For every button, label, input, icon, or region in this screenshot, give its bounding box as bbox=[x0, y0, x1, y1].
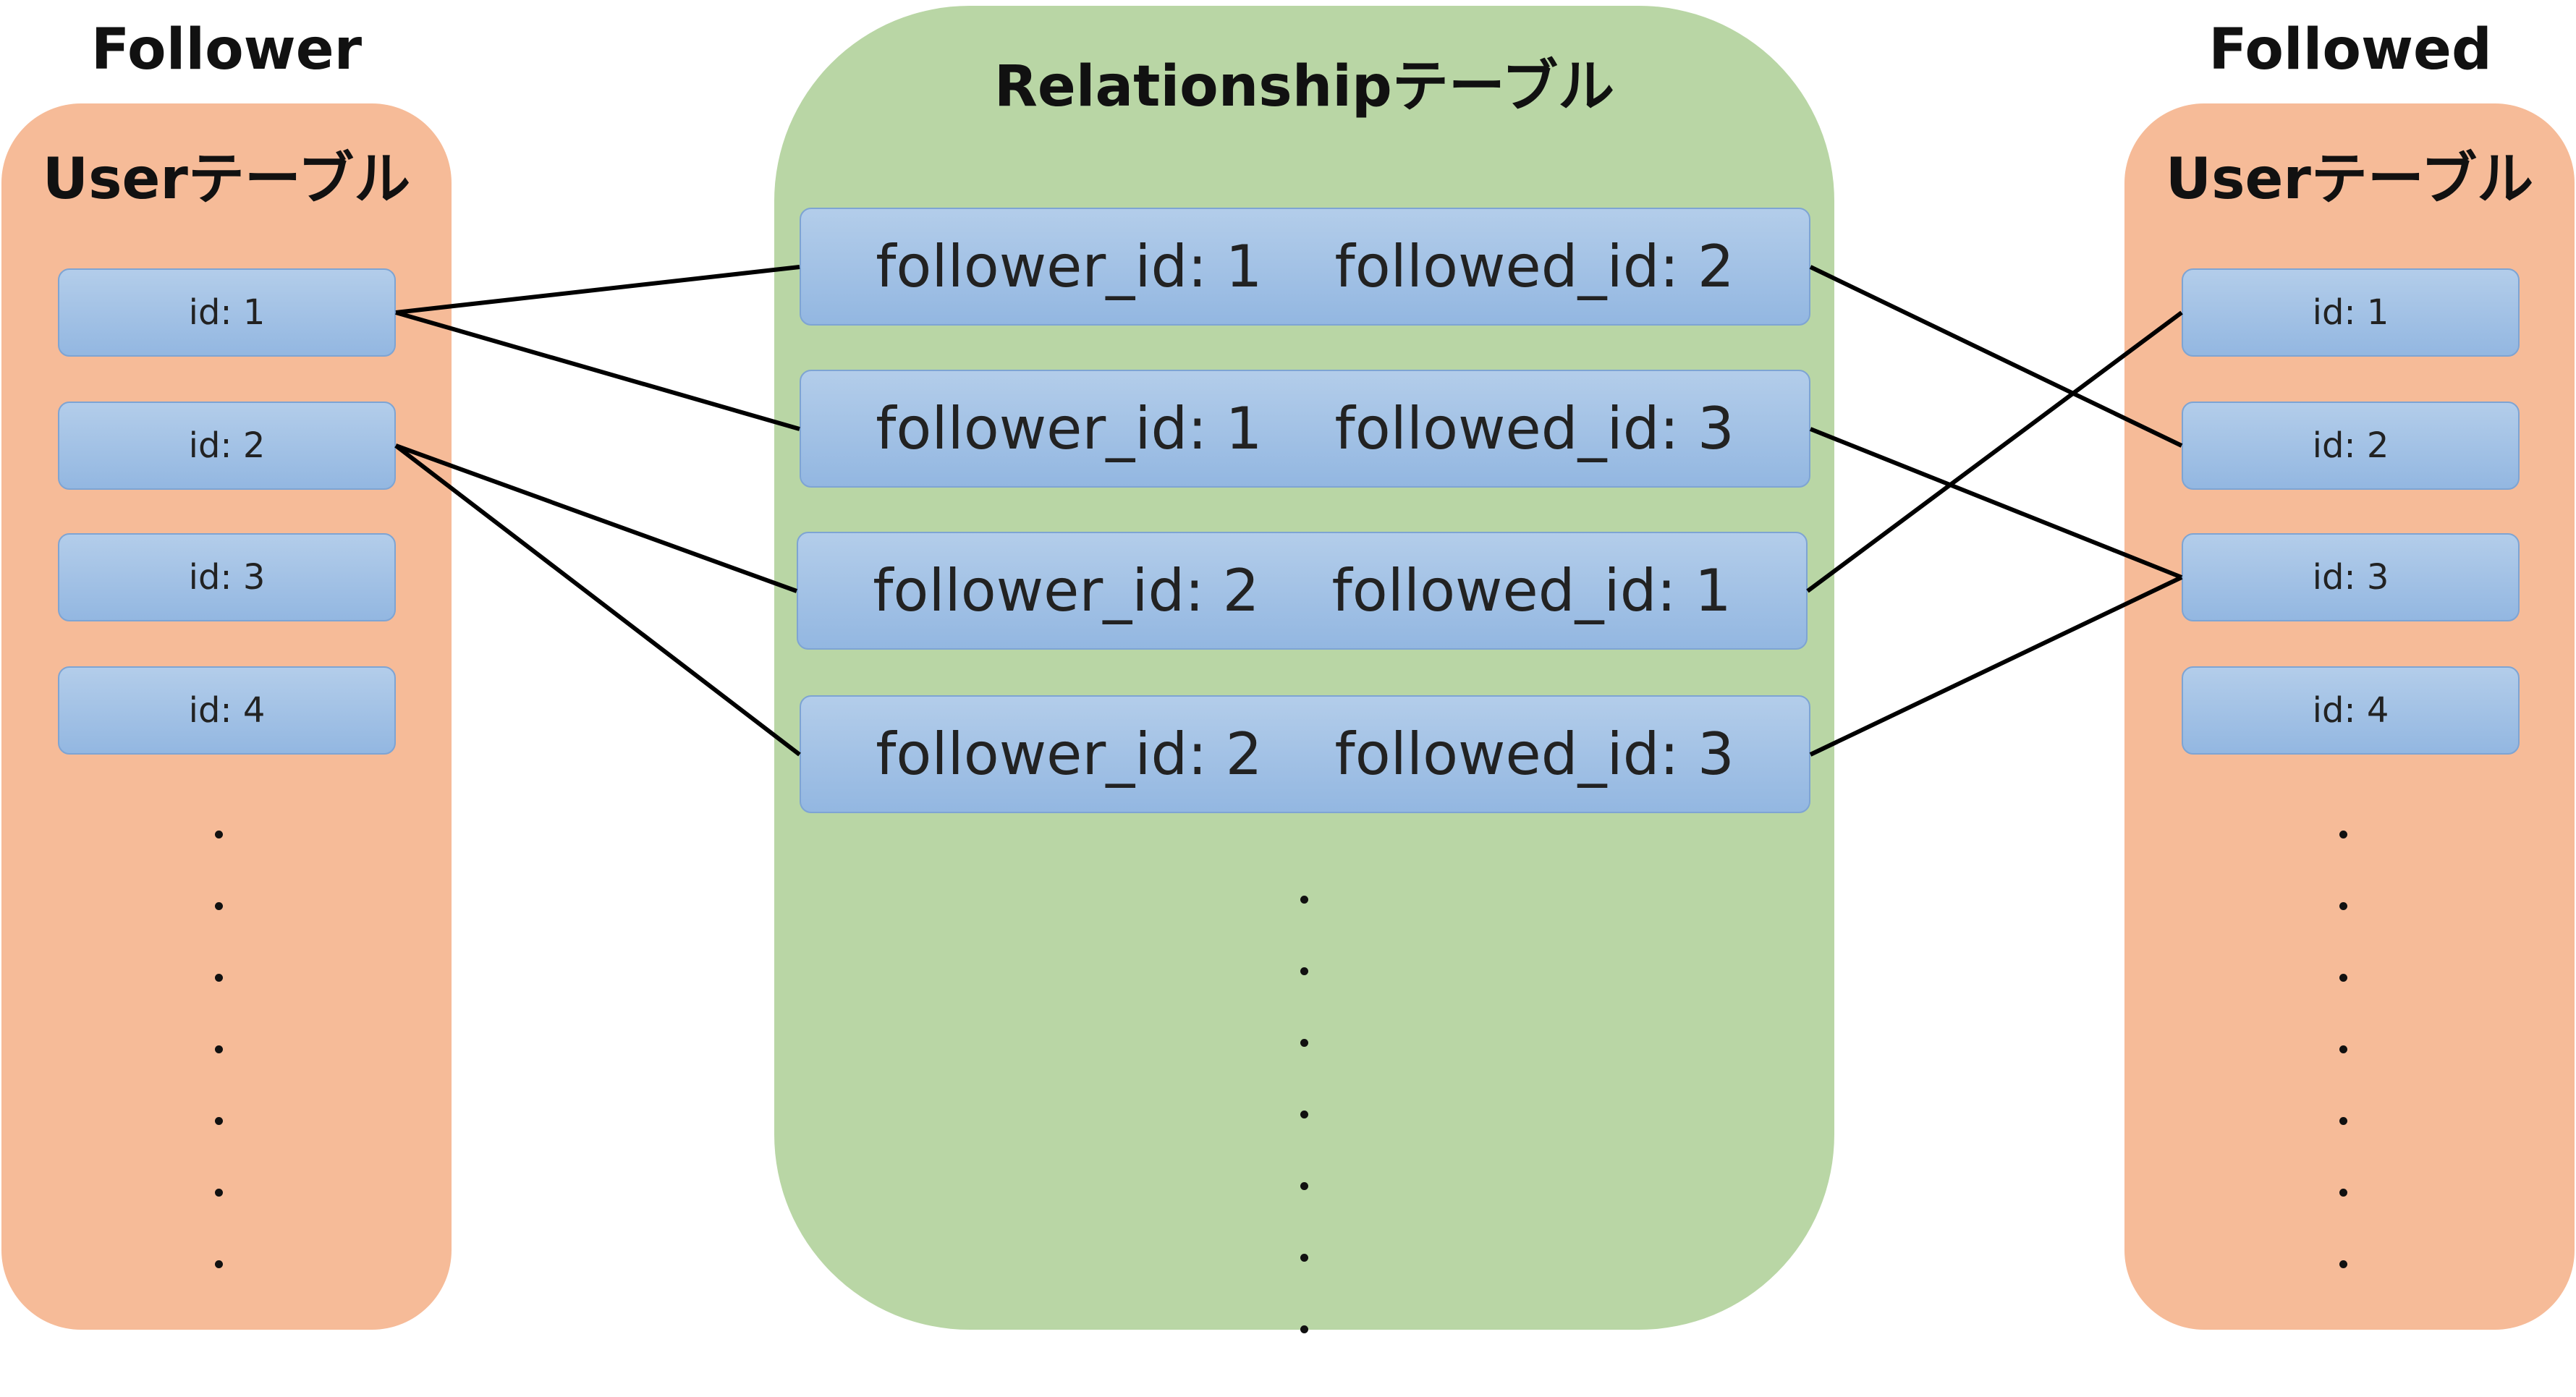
follower-continuation-dots bbox=[215, 831, 223, 1332]
followed-user-record: id: 1 bbox=[2182, 268, 2520, 357]
followed-continuation-dots bbox=[2339, 831, 2347, 1332]
ellipsis-dot bbox=[1300, 1039, 1308, 1047]
connector-line bbox=[1809, 575, 2183, 757]
relationship-record: follower_id: 1 followed_id: 2 bbox=[800, 208, 1810, 326]
followed-user-record: id: 4 bbox=[2182, 666, 2520, 755]
followed-heading: Followed bbox=[2208, 17, 2492, 82]
followed-id-value: followed_id: 3 bbox=[1334, 395, 1734, 462]
connector-line bbox=[394, 443, 798, 593]
follower-heading: Follower bbox=[90, 17, 363, 82]
ellipsis-dot bbox=[2339, 1260, 2347, 1268]
ellipsis-dot bbox=[1300, 1325, 1308, 1333]
relationship-continuation-dots bbox=[1300, 896, 1308, 1397]
relationship-record: follower_id: 2 followed_id: 1 bbox=[797, 532, 1808, 650]
ellipsis-dot bbox=[2339, 902, 2347, 910]
relationship-record: follower_id: 1 followed_id: 3 bbox=[800, 370, 1810, 488]
follower-id-value: follower_id: 2 bbox=[876, 721, 1263, 788]
ellipsis-dot bbox=[215, 831, 223, 838]
ellipsis-dot bbox=[1300, 1111, 1308, 1118]
ellipsis-dot bbox=[1300, 967, 1308, 975]
ellipsis-dot bbox=[215, 1189, 223, 1197]
ellipsis-dot bbox=[2339, 1189, 2347, 1197]
relationship-table-title: Relationshipテーブル bbox=[993, 54, 1615, 119]
follower-user-table-title: Userテーブル bbox=[42, 147, 411, 212]
ellipsis-dot bbox=[215, 902, 223, 910]
ellipsis-dot bbox=[2339, 831, 2347, 838]
ellipsis-dot bbox=[1300, 896, 1308, 904]
ellipsis-dot bbox=[215, 1260, 223, 1268]
followed-id-value: followed_id: 3 bbox=[1334, 721, 1734, 788]
ellipsis-dot bbox=[215, 1117, 223, 1125]
connector-line bbox=[1809, 265, 2183, 448]
connector-line bbox=[395, 310, 800, 431]
follower-id-value: follower_id: 1 bbox=[876, 233, 1263, 300]
relationship-record: follower_id: 2 followed_id: 3 bbox=[800, 695, 1810, 813]
ellipsis-dot bbox=[1300, 1254, 1308, 1262]
follower-user-record: id: 1 bbox=[58, 268, 396, 357]
connector-line bbox=[395, 265, 800, 315]
follower-user-record: id: 4 bbox=[58, 666, 396, 755]
follower-id-value: follower_id: 2 bbox=[873, 557, 1260, 624]
follower-user-record: id: 2 bbox=[58, 402, 396, 490]
connector-lines bbox=[394, 265, 2183, 757]
ellipsis-dot bbox=[2339, 1045, 2347, 1053]
connector-line bbox=[1809, 427, 2183, 579]
followed-user-record: id: 3 bbox=[2182, 533, 2520, 621]
ellipsis-dot bbox=[215, 974, 223, 982]
ellipsis-dot bbox=[2339, 974, 2347, 982]
followed-id-value: followed_id: 1 bbox=[1331, 557, 1732, 624]
follower-id-value: follower_id: 1 bbox=[876, 395, 1263, 462]
followed-id-value: followed_id: 2 bbox=[1334, 233, 1734, 300]
followed-user-table-title: Userテーブル bbox=[2165, 147, 2534, 212]
connector-line bbox=[1806, 310, 2183, 593]
follower-user-record: id: 3 bbox=[58, 533, 396, 621]
connector-line bbox=[394, 443, 801, 757]
ellipsis-dot bbox=[1300, 1182, 1308, 1190]
ellipsis-dot bbox=[215, 1045, 223, 1053]
ellipsis-dot bbox=[2339, 1117, 2347, 1125]
followed-user-record: id: 2 bbox=[2182, 402, 2520, 490]
er-diagram: Follower Followed Userテーブル id: 1 id: 2 i… bbox=[1, 6, 2575, 1333]
